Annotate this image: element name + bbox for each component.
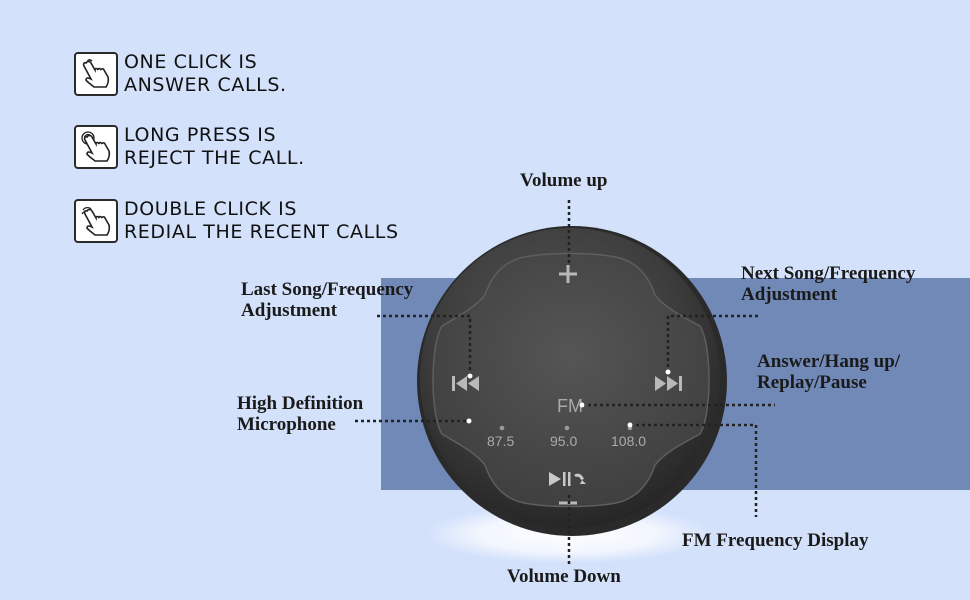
freq-left-label: 87.5: [487, 433, 514, 449]
instruction-2-line2: REJECT THE CALL.: [124, 147, 305, 169]
previous-track-icon[interactable]: [452, 376, 479, 391]
volume-down-label: Volume Down: [507, 566, 621, 587]
freq-dot-left: [499, 425, 505, 431]
freq-right-label: 108.0: [611, 433, 646, 449]
microphone-label-line2: Microphone: [237, 414, 336, 435]
instruction-1-line2: ANSWER CALLS.: [124, 74, 287, 96]
answer-label-line1: Answer/Hang up/: [757, 351, 901, 372]
next-track-icon[interactable]: [655, 376, 682, 391]
next-song-label-line2: Adjustment: [741, 284, 838, 305]
long-press-hand-icon: [74, 125, 118, 169]
answer-label-line2: Replay/Pause: [757, 372, 867, 393]
instruction-one-click: ONE CLICK IS ANSWER CALLS.: [74, 51, 287, 97]
last-song-line: [377, 314, 472, 376]
freq-dot-mid: [564, 425, 570, 431]
fm-display-line: [630, 423, 758, 517]
volume-up-label: Volume up: [520, 170, 608, 191]
next-song-label: Next Song/Frequency Adjustment: [741, 263, 915, 305]
play-pause-call-icon[interactable]: [549, 472, 586, 486]
next-song-line: [666, 314, 758, 372]
instruction-3-line1: DOUBLE CLICK IS: [124, 198, 298, 220]
next-song-label-line1: Next Song/Frequency: [741, 263, 916, 284]
instruction-3-line2: REDIAL THE RECENT CALLS: [124, 221, 399, 243]
answer-label: Answer/Hang up/ Replay/Pause: [757, 351, 900, 393]
fm-label: FM: [557, 396, 583, 416]
last-song-label-line2: Adjustment: [241, 300, 338, 321]
instruction-2-line1: LONG PRESS IS: [124, 124, 277, 146]
fm-display-label: FM Frequency Display: [682, 530, 869, 551]
instruction-1-line1: ONE CLICK IS: [124, 51, 258, 73]
last-song-label-line1: Last Song/Frequency: [241, 279, 414, 300]
device-control-face: [432, 252, 710, 508]
last-song-label: Last Song/Frequency Adjustment: [241, 279, 413, 321]
microphone-label: High Definition Microphone: [237, 393, 363, 435]
freq-mid-label: 95.0: [550, 433, 577, 449]
microphone-label-line1: High Definition: [237, 393, 364, 414]
plus-icon[interactable]: [559, 265, 577, 283]
instruction-double-click: DOUBLE CLICK IS REDIAL THE RECENT CALLS: [74, 198, 399, 244]
double-tap-hand-icon: [74, 199, 118, 243]
single-tap-hand-icon: [74, 52, 118, 96]
instruction-long-press: LONG PRESS IS REJECT THE CALL.: [74, 124, 305, 170]
